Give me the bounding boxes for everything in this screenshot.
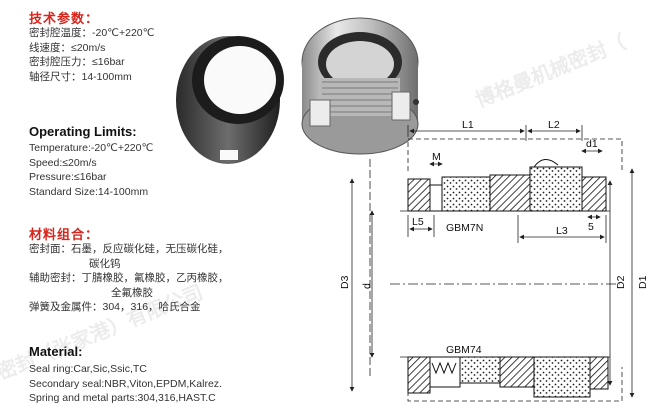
limit-speed: Speed:≤20m/s [29,156,97,169]
limit-size: Standard Size:14-100mm [29,185,149,198]
tech-param-temperature: 密封腔温度：-20℃+220℃ [29,27,155,39]
limit-temperature: Temperature:-20℃+220℃ [29,142,154,154]
dim-d1: d1 [586,138,598,150]
watermark-right: 博格曼机械密封（ [472,31,630,112]
material-secondary-seal-en: Secondary seal:NBR,Viton,EPDM,Kalrez. [29,377,222,390]
cross-section-drawing: L1 L2 M d1 L5 L3 5 D3 d D2 D1 GBM7N GBM7… [339,119,649,402]
dim-L3: L3 [556,225,568,237]
material-spring-en: Spring and metal parts:304,316,HAST.C [29,392,216,404]
dim-D1: D1 [637,275,649,289]
dim-M: M [432,151,441,163]
stationary-ring-image [176,36,284,164]
dim-d: d [361,283,373,289]
limit-pressure: Pressure:≤16bar [29,171,107,183]
bottom-section [407,356,609,398]
tech-params-heading: 技术参数： [29,11,100,26]
rotating-unit-image [301,17,419,155]
tech-param-pressure: 密封腔压力：≤16bar [29,56,125,68]
dim-L5: L5 [412,216,424,228]
materials-cn-list: 密封面：石墨，反应碳化硅，无压碳化硅， 碳化钨 辅助密封：丁腈橡胶，氟橡胶，乙丙… [29,242,229,315]
material-spring-metal: 弹簧及金属件：304，316，哈氏合金 [29,301,201,313]
dim-D3: D3 [339,275,351,289]
operating-limits-heading: Operating Limits: [29,124,137,139]
material-list: Seal ring:Car,Sic,Ssic,TC Secondary seal… [29,362,222,406]
product-photo [176,17,419,164]
materials-cn-heading: 材料组合： [29,227,100,242]
tech-params-list: 密封腔温度：-20℃+220℃ 线速度：≤20m/s 密封腔压力：≤16bar … [29,26,154,84]
material-seal-faces: 密封面：石墨，反应碳化硅，无压碳化硅， [29,243,229,255]
material-secondary-seal: 辅助密封：丁腈橡胶，氟橡胶，乙丙橡胶， [29,272,229,284]
material-secondary-seal-cont: 全氟橡胶 [111,286,153,299]
label-gbm7n: GBM7N [446,222,483,234]
label-gbm74: GBM74 [446,344,482,356]
dim-L1: L1 [462,119,474,131]
dim-five: 5 [588,221,594,233]
material-seal-ring: Seal ring:Car,Sic,Ssic,TC [29,363,147,375]
dim-D2: D2 [615,275,627,289]
operating-limits-list: Temperature:-20℃+220℃ Speed:≤20m/s Press… [29,141,153,199]
tech-param-size: 轴径尺寸：14-100mm [29,70,132,83]
top-section [407,159,607,212]
material-heading: Material: [29,344,83,359]
dim-L2: L2 [548,119,560,131]
tech-param-speed: 线速度：≤20m/s [29,41,106,54]
material-seal-faces-cont: 碳化钨 [89,257,121,270]
